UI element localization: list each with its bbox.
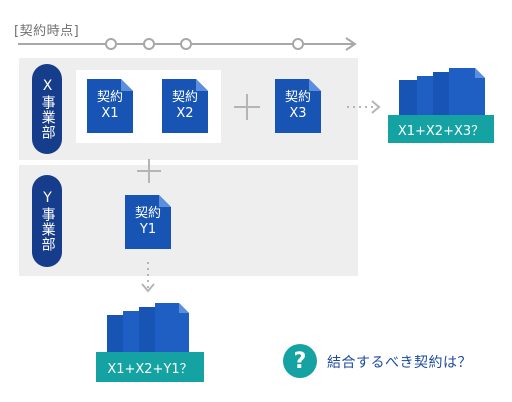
timeline-arrow (18, 37, 357, 51)
timeline-point-x2 (180, 38, 192, 50)
document-stack-x (399, 68, 485, 124)
result-x-combination: X1+X2+X3？ (388, 115, 494, 143)
y-division-label: Y事業部 (32, 175, 62, 267)
plus-icon-x (234, 94, 260, 120)
dotted-arrow-down (141, 262, 155, 293)
document-x3-line2: X3 (289, 106, 307, 121)
document-x1-line2: X1 (101, 106, 119, 121)
timeline-point-x3 (292, 38, 304, 50)
timeline-point-y1 (143, 38, 155, 50)
document-y1-line2: Y1 (139, 222, 157, 237)
y-division-panel (19, 165, 358, 276)
result-xy-combination: X1+X2+Y1？ (96, 352, 204, 382)
plus-icon-y (137, 159, 161, 183)
document-x2-line2: X2 (176, 106, 194, 121)
dotted-arrow-right (347, 100, 381, 114)
document-x1-line1: 契約 (96, 90, 123, 106)
x-division-label: X事業部 (32, 64, 62, 154)
timeline-point-x1 (105, 38, 117, 50)
document-y1-line1: 契約 (134, 206, 161, 222)
document-stack-xy (107, 303, 189, 353)
question-icon: ? (283, 344, 317, 378)
document-x2-line1: 契約 (171, 90, 198, 106)
question-text: 結合するべき契約は？ (327, 355, 472, 371)
timeline-label: [契約時点] (14, 24, 80, 39)
document-x3-line1: 契約 (284, 90, 311, 106)
